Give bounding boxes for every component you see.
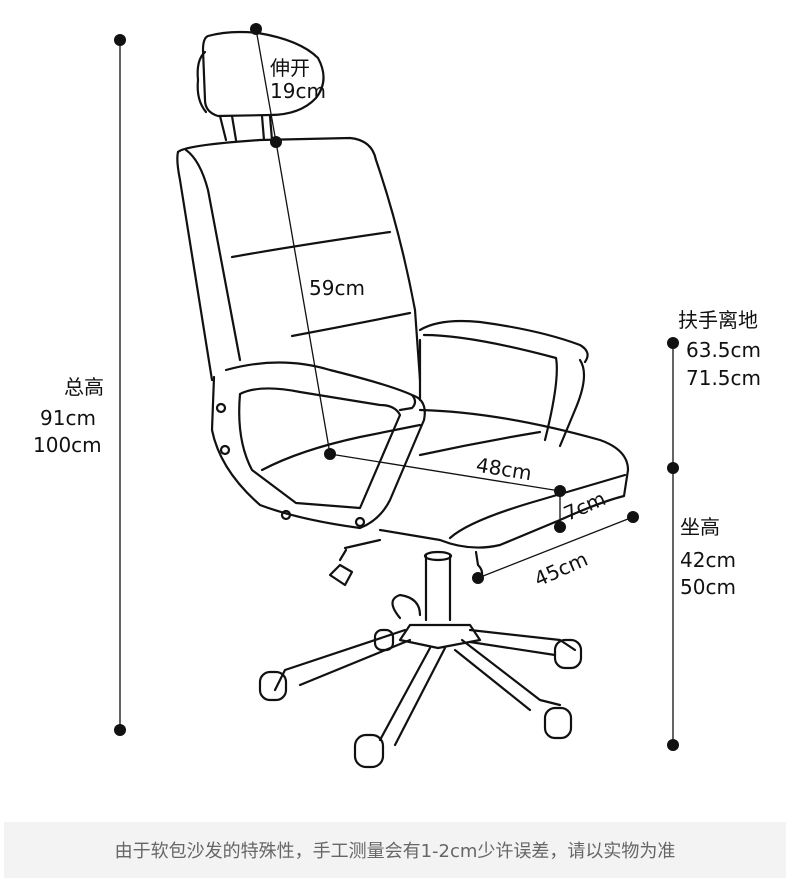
backrest — [176, 136, 422, 382]
disclaimer-text: 由于软包沙发的特殊性，手工测量会有1-2cm少许误差，请以实物为准 — [114, 841, 676, 862]
armrest-height-max: 71.5cm — [686, 366, 762, 390]
armrest-height-min: 63.5cm — [686, 338, 762, 362]
left-armrest — [210, 361, 426, 530]
headrest-extension-label: 伸开 — [270, 56, 310, 80]
chair-diagram — [114, 23, 679, 769]
right-armrest — [418, 319, 589, 448]
chair-base — [258, 538, 583, 769]
dimension-dots — [114, 23, 679, 751]
seat — [260, 408, 630, 582]
total-height-max: 100cm — [33, 433, 102, 457]
total-height-min: 91cm — [40, 406, 96, 430]
armrest-height-label: 扶手离地 — [678, 308, 758, 332]
dimension-lines — [119, 28, 674, 746]
seat-height-max: 50cm — [680, 575, 736, 599]
disclaimer-banner: 由于软包沙发的特殊性，手工测量会有1-2cm少许误差，请以实物为准 — [4, 822, 786, 878]
seat-height-min: 42cm — [680, 548, 736, 572]
total-height-label: 总高 — [64, 375, 104, 399]
headrest-extension-value: 19cm — [270, 79, 326, 103]
seat-height-label: 坐高 — [680, 515, 720, 539]
backrest-height-value: 59cm — [309, 276, 365, 300]
